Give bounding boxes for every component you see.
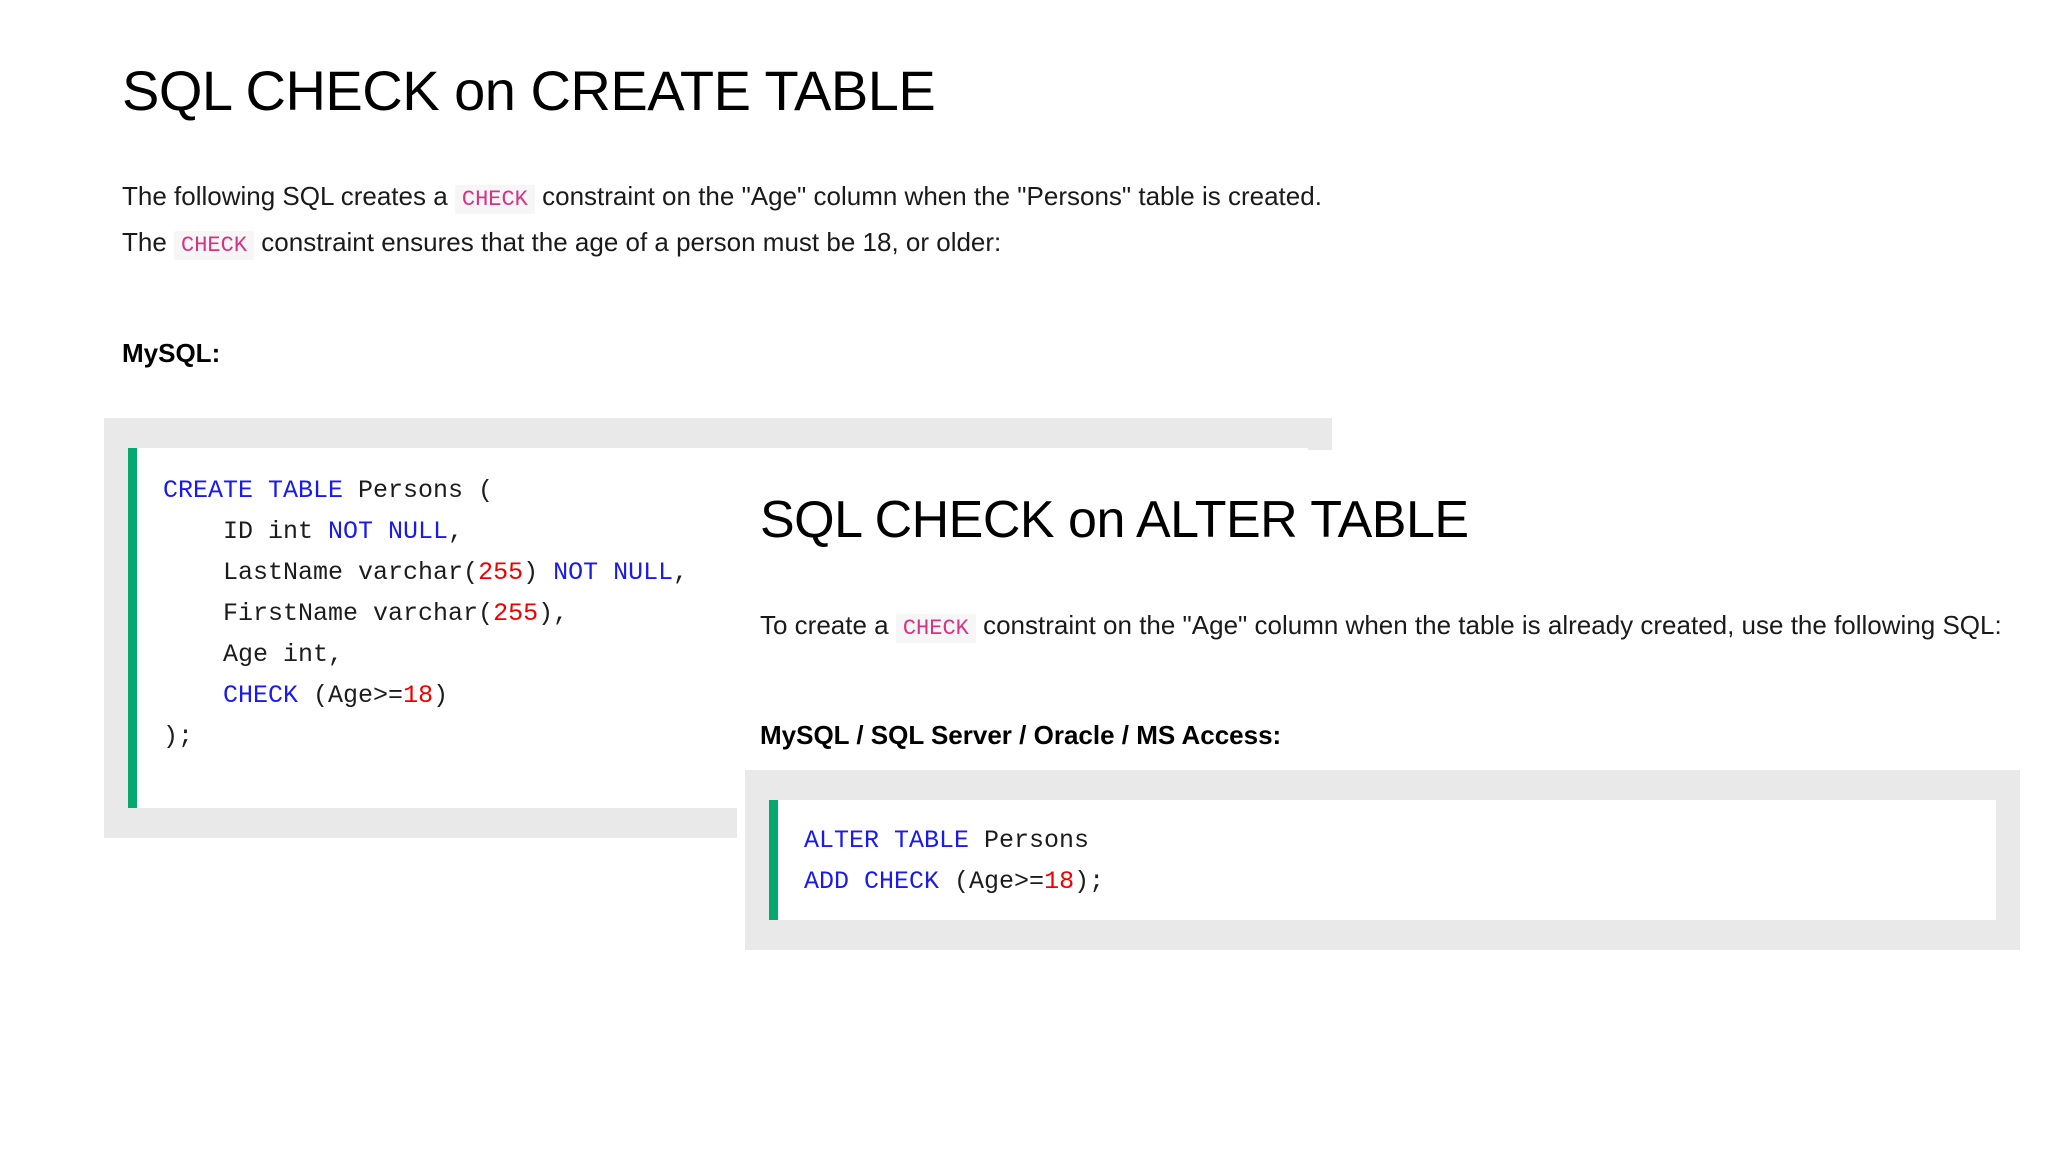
- code-number-255-2: 255: [493, 599, 539, 628]
- code-keyword-check: CHECK: [163, 681, 299, 710]
- paragraph-alter-text-part-1: To create a: [760, 610, 896, 640]
- code-line4-post: ),: [538, 599, 569, 628]
- code-keyword-not-null-1: NOT NULL: [328, 517, 449, 546]
- inline-code-check-3: CHECK: [895, 614, 976, 643]
- subheading-databases: MySQL / SQL Server / Oracle / MS Access:: [760, 720, 1282, 750]
- paragraph-alter-text-part-2: constraint on the "Age" column when the …: [975, 610, 2002, 640]
- code-line2-pre: ID int: [163, 517, 329, 546]
- intro-paragraph-alter: To create a CHECK constraint on the "Age…: [760, 604, 2028, 650]
- inline-code-check-2: CHECK: [174, 231, 255, 260]
- code-number-18-1: 18: [403, 681, 434, 710]
- inline-code-check-1: CHECK: [454, 185, 535, 214]
- code-line6-mid: (Age>=: [298, 681, 404, 710]
- code-block-alter-table[interactable]: ALTER TABLE Persons ADD CHECK (Age>=18);: [745, 770, 2020, 950]
- code-number-18-2: 18: [1044, 867, 1075, 896]
- page-title-alter: SQL CHECK on ALTER TABLE: [760, 491, 1469, 549]
- code-number-255-1: 255: [478, 558, 524, 587]
- code-keyword-not-null-2: NOT NULL: [553, 558, 674, 587]
- paragraph-text-part-2: constraint on the "Age" column when the …: [122, 181, 1322, 257]
- code-alter-line2-post: );: [1074, 867, 1105, 896]
- code-line2-post: ,: [448, 517, 464, 546]
- code-line3-mid: ): [523, 558, 554, 587]
- paragraph-text-part-1: The following SQL creates a: [122, 181, 455, 211]
- code-line3-post: ,: [673, 558, 689, 587]
- code-keyword-alter-table: ALTER TABLE: [804, 826, 970, 855]
- intro-paragraph-create: The following SQL creates a CHECK constr…: [122, 175, 1332, 267]
- code-line6-post: ): [433, 681, 449, 710]
- code-alter-line1-rest: Persons: [969, 826, 1090, 855]
- code-line5-age-int: Age int,: [163, 640, 344, 669]
- page-title-create: SQL CHECK on CREATE TABLE: [122, 59, 936, 122]
- code-line1-rest: Persons (: [343, 476, 494, 505]
- code-line3-pre: LastName varchar(: [163, 558, 479, 587]
- code-block-inner-alter: ALTER TABLE Persons ADD CHECK (Age>=18);: [769, 800, 1996, 920]
- article-alter-table: SQL CHECK on ALTER TABLE To create a CHE…: [737, 450, 2048, 1152]
- code-text-create: CREATE TABLE Persons ( ID int NOT NULL, …: [163, 470, 1308, 757]
- code-keyword-create-table: CREATE TABLE: [163, 476, 344, 505]
- code-line7-close: );: [163, 722, 194, 751]
- subheading-mysql: MySQL:: [122, 338, 221, 368]
- paragraph-text-part-3: constraint ensures that the age of a per…: [254, 227, 1002, 257]
- code-alter-line2-mid: (Age>=: [939, 867, 1045, 896]
- code-keyword-add-check: ADD CHECK: [804, 867, 940, 896]
- code-text-alter: ALTER TABLE Persons ADD CHECK (Age>=18);: [804, 820, 1996, 902]
- code-line4-pre: FirstName varchar(: [163, 599, 494, 628]
